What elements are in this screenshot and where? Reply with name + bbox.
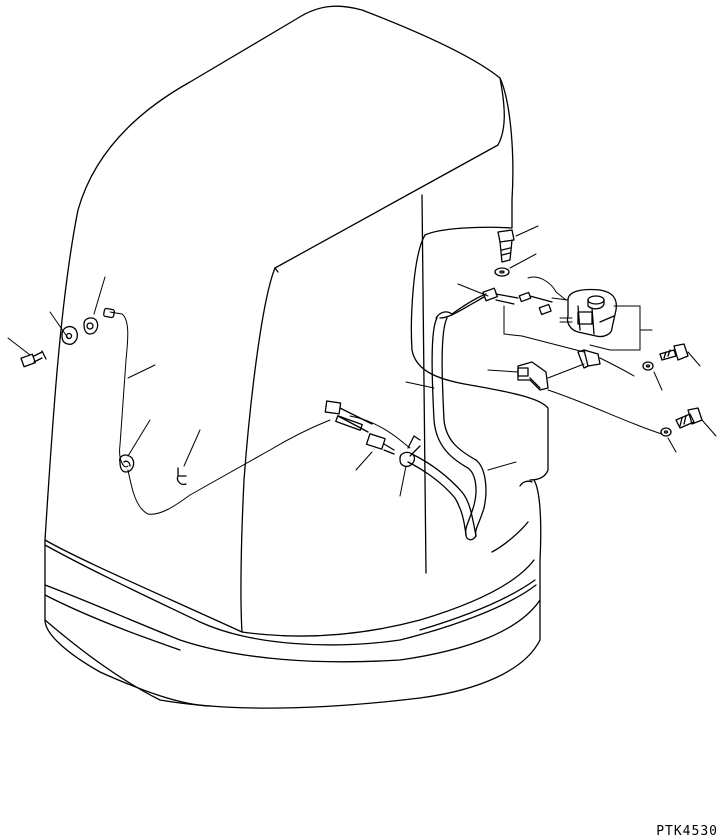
tank-leaders — [589, 305, 653, 351]
bolt-right-lower — [675, 407, 717, 437]
bracket-mount — [487, 361, 663, 435]
clamp-left — [119, 419, 151, 473]
bolt-top — [497, 225, 539, 263]
washer-small-right — [642, 361, 663, 391]
clip-part — [176, 429, 201, 486]
nut-part — [83, 276, 106, 335]
hose-joint-upper — [457, 283, 585, 353]
clamp-center — [399, 435, 421, 497]
hose-end-connector — [103, 307, 115, 319]
nozzle-part — [7, 337, 47, 368]
hose-leader — [127, 364, 156, 379]
wire-connector-pair — [518, 276, 569, 316]
cab-shell — [44, 5, 549, 709]
washer-tank — [559, 288, 618, 338]
bolt-right-upper — [659, 343, 701, 367]
drawing-reference-code: PTK4530 — [656, 824, 718, 839]
connector-housing — [324, 400, 373, 433]
wiring-harness — [109, 311, 411, 515]
washer-top — [494, 253, 537, 277]
washer-hose — [407, 293, 487, 541]
grommet-part — [49, 311, 78, 345]
bracket-tank — [577, 349, 635, 377]
hose-leader-lower — [405, 381, 517, 471]
washer-lower-right — [660, 427, 677, 453]
hose-joint-center — [355, 433, 395, 471]
